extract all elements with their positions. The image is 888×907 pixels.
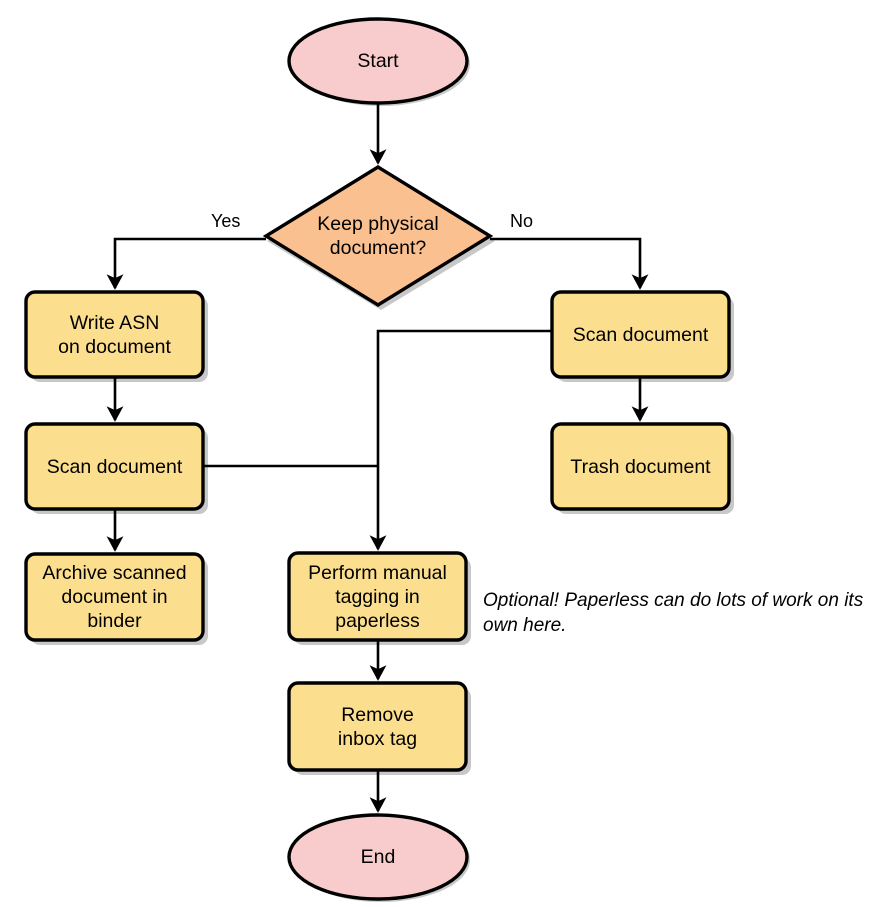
optional-note-text: Optional! Paperless can do lots of work … xyxy=(483,590,864,636)
trash-document-node-shape[interactable] xyxy=(550,422,731,511)
edge-label-yes: Yes xyxy=(211,211,241,231)
scan-document-right-node-shape[interactable] xyxy=(550,290,731,379)
archive-binder-node-shape[interactable] xyxy=(24,552,205,642)
manual-tagging-node-shape[interactable] xyxy=(287,551,468,642)
edge-scan-right-to-tagging xyxy=(369,329,552,551)
write-asn-node-shape[interactable] xyxy=(24,290,205,379)
edge-label-no: No xyxy=(510,211,534,231)
connectors xyxy=(106,103,649,813)
decision-node-shape[interactable] xyxy=(262,165,494,307)
edge-decision-no-to-scan-right xyxy=(490,237,649,290)
end-node-shape[interactable] xyxy=(287,813,469,901)
edge-decision-yes-to-write-asn xyxy=(106,237,266,290)
scan-document-left-node-shape[interactable] xyxy=(24,422,205,511)
node-shapes xyxy=(24,17,731,901)
remove-inbox-tag-node-shape[interactable] xyxy=(287,681,468,772)
start-node-shape[interactable] xyxy=(287,17,469,105)
